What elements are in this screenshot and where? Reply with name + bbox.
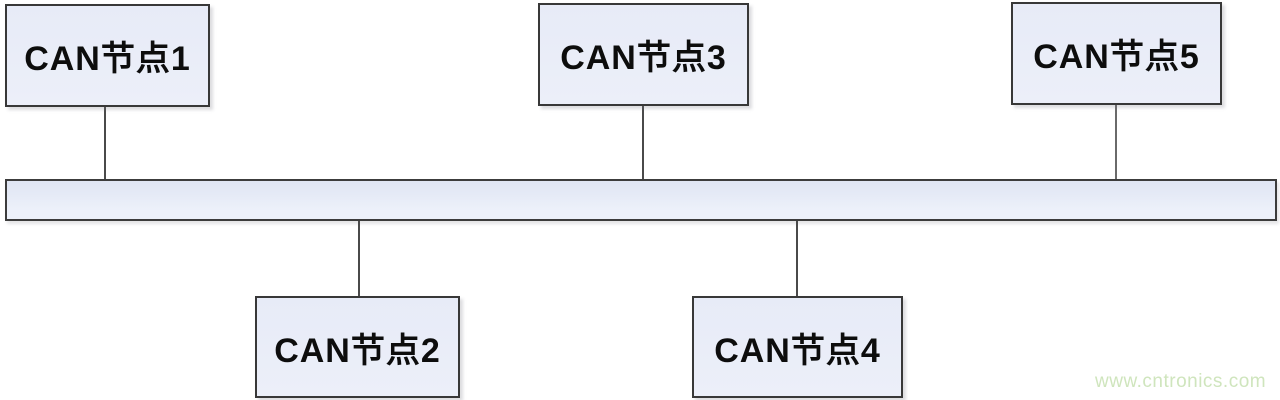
connector-node2-to-bus (358, 221, 360, 296)
connector-node3-to-bus (642, 106, 644, 179)
node-label-can1: CAN节点1 (24, 40, 191, 78)
node-box-can1: CAN节点1 (5, 4, 210, 107)
connector-node1-to-bus (104, 107, 106, 179)
watermark-text: www.cntronics.com (1095, 371, 1267, 392)
can-bus-bar (5, 179, 1277, 221)
node-label-can5: CAN节点5 (1033, 38, 1200, 76)
connector-node5-to-bus (1115, 105, 1117, 179)
node-box-can2: CAN节点2 (255, 296, 460, 398)
node-box-can3: CAN节点3 (538, 3, 749, 106)
node-box-can4: CAN节点4 (692, 296, 903, 398)
node-label-can3: CAN节点3 (560, 39, 727, 77)
node-label-can2: CAN节点2 (274, 331, 441, 370)
connector-node4-to-bus (796, 221, 798, 296)
node-label-can4: CAN节点4 (714, 331, 881, 370)
node-box-can5: CAN节点5 (1011, 2, 1222, 105)
